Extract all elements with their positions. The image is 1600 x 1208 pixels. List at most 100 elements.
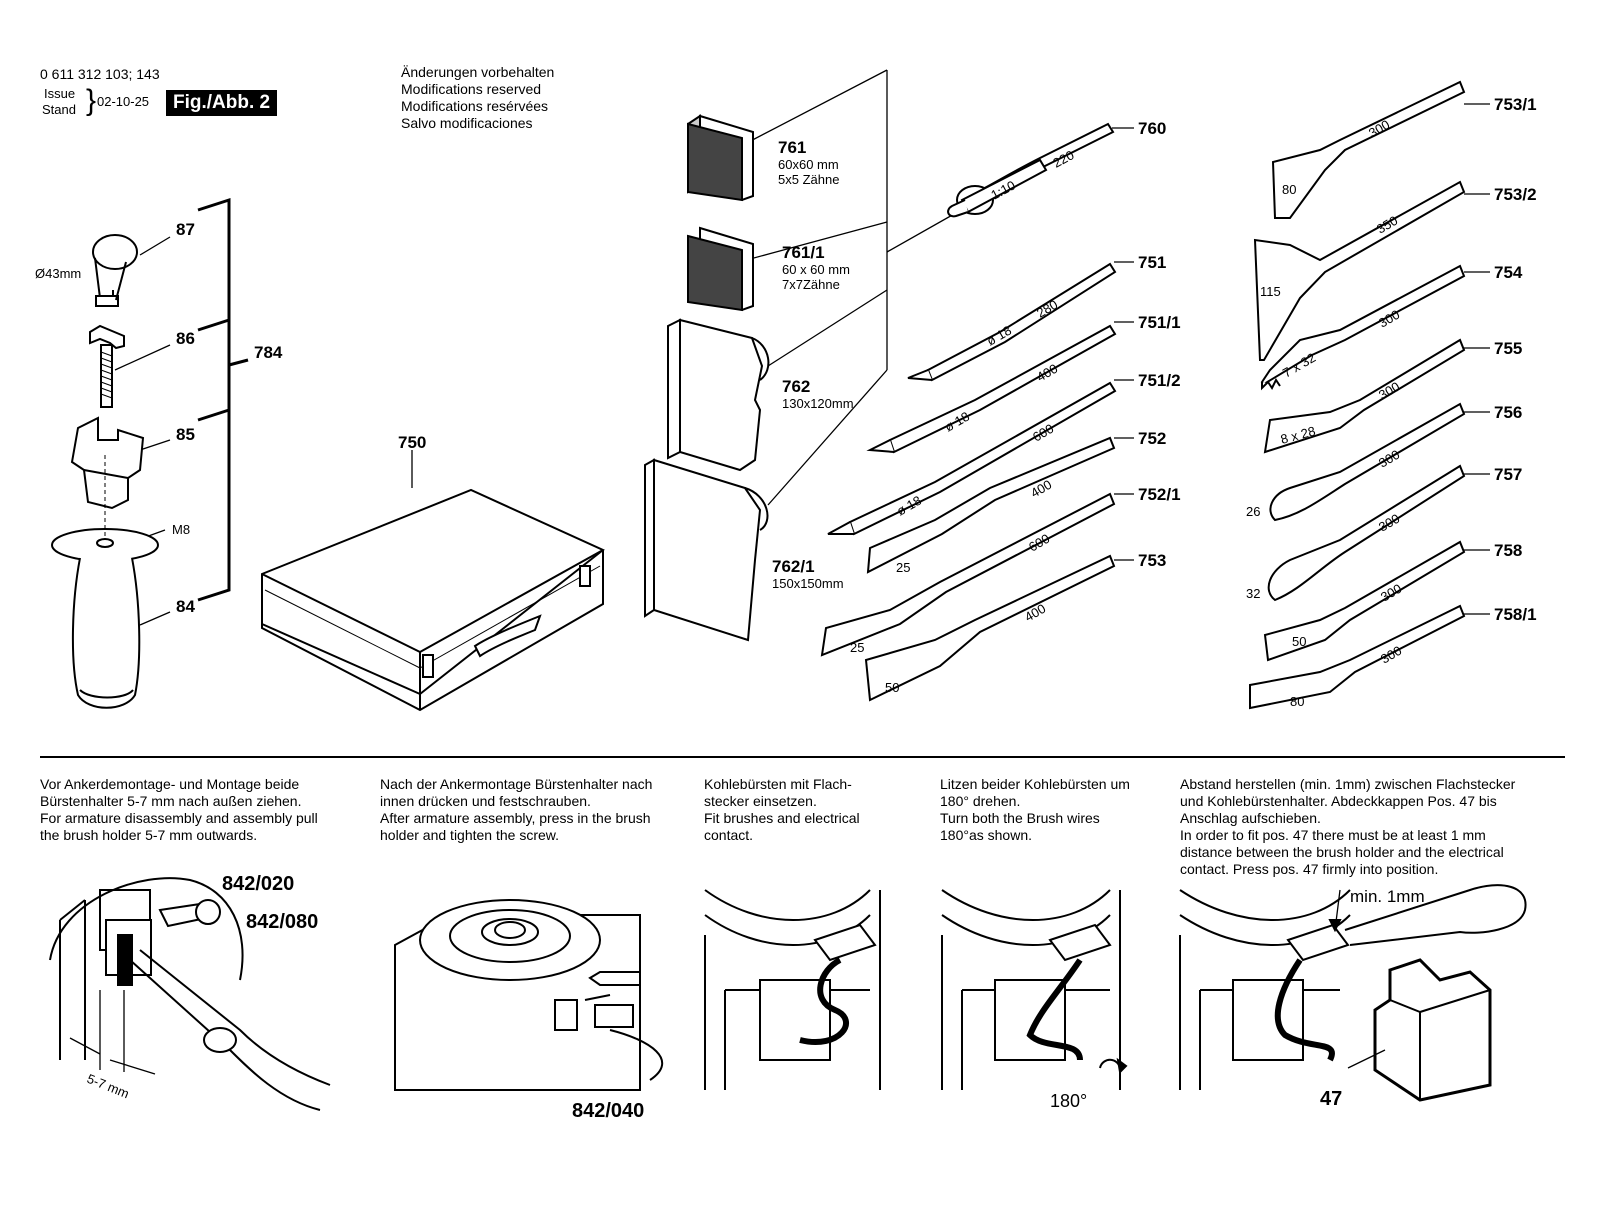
bracket-85	[70, 416, 145, 510]
instruction-4-de: Litzen beider Kohlebürsten um 180° drehe…	[940, 776, 1130, 809]
instruction-5-de: Abstand herstellen (min. 1mm) zwischen F…	[1180, 776, 1516, 826]
tool-758-label: 758	[1494, 541, 1522, 560]
tool-752-1-width: 25	[850, 640, 864, 655]
instruction-2: Nach der Ankermontage Bürstenhalter nach…	[380, 776, 660, 844]
pad-762	[667, 318, 770, 472]
instruction-1-de: Vor Ankerdemontage- und Montage beide Bü…	[40, 776, 302, 809]
label-diameter: Ø43mm	[35, 266, 81, 281]
tool-760-label: 760	[1138, 119, 1166, 138]
label-min-1mm: min. 1mm	[1350, 887, 1425, 906]
pad-762-1-size: 150x150mm	[772, 576, 844, 591]
instruction-2-en: After armature assembly, press in the br…	[380, 810, 651, 843]
right-tool-leaders	[1464, 103, 1490, 615]
mid-tool-leaders	[1112, 127, 1134, 561]
tool-756-width: 26	[1246, 504, 1260, 519]
tool-755	[1263, 338, 1466, 454]
tool-755-label: 755	[1494, 339, 1522, 358]
note-fr: Modifications resérvées	[401, 98, 549, 114]
pad-762-1-number: 762/1	[772, 557, 815, 576]
tool-757	[1267, 464, 1466, 602]
tool-753	[864, 554, 1116, 702]
tool-752-width: 25	[896, 560, 910, 575]
stand-label: Stand	[42, 102, 76, 117]
tool-753-1-label: 753/1	[1494, 95, 1537, 114]
step-2-illustration	[394, 899, 664, 1091]
tool-757-label: 757	[1494, 465, 1522, 484]
note-en: Modifications reserved	[401, 81, 542, 97]
pad-761-size: 60x60 mm	[778, 157, 839, 172]
note-de: Änderungen vorbehalten	[401, 64, 555, 80]
pad-762-1	[644, 458, 769, 642]
label-180-degrees: 180°	[1050, 1091, 1087, 1111]
tool-758-width: 50	[1292, 634, 1306, 649]
right-tools	[1249, 80, 1466, 710]
step-3-illustration	[704, 889, 881, 1090]
tool-756	[1269, 402, 1466, 522]
figure-label: Fig./Abb. 2	[166, 90, 278, 116]
label-84: 84	[176, 597, 195, 616]
issue-label: Issue	[44, 86, 76, 101]
instruction-1: Vor Ankerdemontage- und Montage beide Bü…	[40, 776, 340, 844]
label-87: 87	[176, 220, 195, 239]
pad-762-number: 762	[782, 377, 810, 396]
step-4-illustration	[941, 889, 1128, 1090]
tool-753-1-width: 80	[1282, 182, 1296, 197]
label-750: 750	[398, 433, 426, 452]
exploded-view-diagram: 87 86 85 84 784 Ø43mm M8 750 761 60x60 m…	[35, 69, 1537, 712]
tool-753-1	[1271, 80, 1466, 219]
instruction-3-en: Fit brushes and electrical contact.	[704, 810, 860, 843]
label-784: 784	[254, 343, 283, 362]
instruction-5: Abstand herstellen (min. 1mm) zwischen F…	[1180, 776, 1540, 878]
tool-758-1-label: 758/1	[1494, 605, 1537, 624]
tool-752-label: 752	[1138, 429, 1166, 448]
step-1-illustration	[49, 877, 331, 1111]
brush-assembly-illustrations: 842/020 842/080 5-7 mm 842/040 180° min.…	[49, 873, 1527, 1122]
pad-761-teeth: 5x5 Zähne	[778, 172, 839, 187]
side-handle-84	[51, 455, 159, 709]
note-es: Salvo modificaciones	[401, 115, 533, 131]
pad-761-1-size: 60 x 60 mm	[782, 262, 850, 277]
tool-752-1-label: 752/1	[1138, 485, 1181, 504]
tool-756-label: 756	[1494, 403, 1522, 422]
tool-760	[947, 122, 1115, 218]
part-number: 0 611 312 103; 143	[40, 66, 160, 82]
instruction-3-de: Kohlebürsten mit Flach- stecker einsetze…	[704, 776, 852, 809]
label-m8: M8	[172, 522, 190, 537]
instruction-3: Kohlebürsten mit Flach- stecker einsetze…	[704, 776, 884, 844]
tool-757-width: 32	[1246, 586, 1260, 601]
pad-761-number: 761	[778, 138, 806, 157]
tool-751-2-label: 751/2	[1138, 371, 1181, 390]
callout-842-080: 842/080	[246, 911, 318, 933]
tool-case-750	[261, 450, 605, 712]
issue-date: 02-10-25	[97, 94, 150, 109]
tool-753-label: 753	[1138, 551, 1166, 570]
instruction-4: Litzen beider Kohlebürsten um 180° drehe…	[940, 776, 1130, 844]
tool-758-1-width: 80	[1290, 694, 1304, 709]
pad-761-1-number: 761/1	[782, 243, 825, 262]
pad-762-size: 130x120mm	[782, 396, 854, 411]
pad-761	[687, 114, 754, 202]
dim-5-7mm: 5-7 mm	[85, 1071, 131, 1101]
step-5-illustration	[1179, 884, 1527, 1102]
section-divider	[40, 756, 1565, 758]
pad-761-1-teeth: 7x7Zähne	[782, 277, 840, 292]
tool-758	[1263, 540, 1466, 662]
handle-bracket-784	[197, 197, 249, 602]
tool-751-2	[827, 381, 1117, 536]
tool-752-1	[820, 492, 1116, 657]
label-85: 85	[176, 425, 195, 444]
tool-751-label: 751	[1138, 253, 1166, 272]
tool-753-2	[1253, 180, 1466, 361]
callout-842-040: 842/040	[572, 1100, 644, 1122]
tool-751-1-label: 751/1	[1138, 313, 1181, 332]
tool-751	[907, 262, 1117, 382]
pad-761-1	[687, 226, 754, 312]
t-bolt-86	[89, 324, 125, 408]
tool-752	[866, 436, 1116, 574]
callout-47: 47	[1320, 1088, 1342, 1110]
clamp-ring-87	[92, 234, 138, 307]
tool-754-label: 754	[1494, 263, 1523, 282]
tool-758-1	[1249, 604, 1466, 710]
mid-tools	[820, 122, 1117, 702]
label-86: 86	[176, 329, 195, 348]
